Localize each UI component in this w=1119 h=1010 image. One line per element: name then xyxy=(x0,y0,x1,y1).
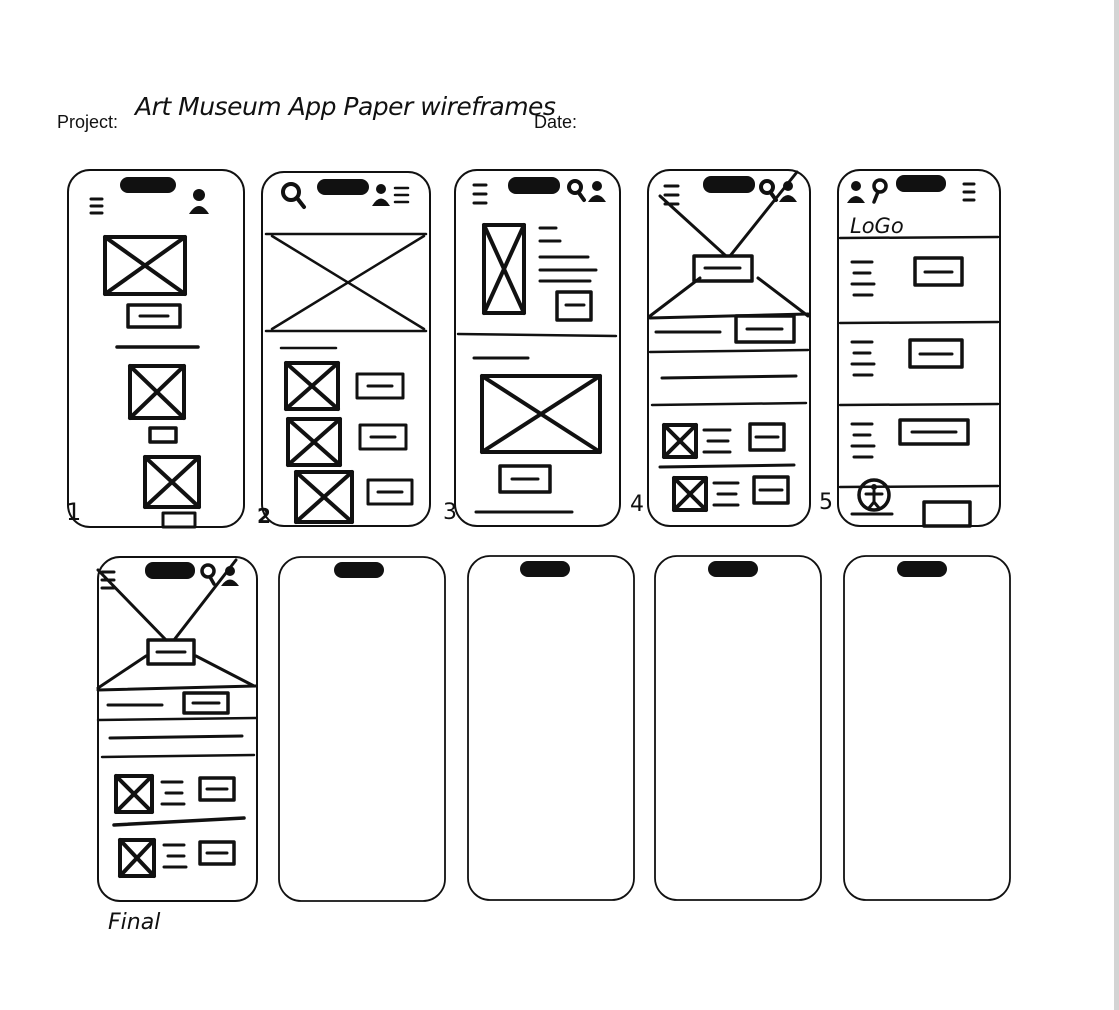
frame-number-4: 4 xyxy=(630,492,644,517)
phone-notch xyxy=(897,561,947,577)
text-lines-icon xyxy=(538,226,598,283)
search-icon xyxy=(759,179,778,202)
wireframe-frame-5: LoGo xyxy=(837,169,1001,528)
wireframe-frame-4 xyxy=(647,169,811,527)
profile-icon xyxy=(372,184,390,206)
list-item xyxy=(850,256,964,297)
phone-notch xyxy=(145,562,195,579)
image-placeholder-icon xyxy=(143,455,201,509)
hamburger-menu-icon xyxy=(962,182,976,202)
profile-icon xyxy=(847,181,865,203)
button-placeholder-icon xyxy=(692,254,754,283)
profile-icon xyxy=(221,566,239,586)
phone-notch xyxy=(508,177,560,194)
phone-notch xyxy=(520,561,570,577)
date-label: Date: xyxy=(534,112,578,132)
search-icon xyxy=(200,563,216,586)
list-item xyxy=(286,417,408,467)
hero-image-placeholder xyxy=(96,558,258,692)
hamburger-menu-icon xyxy=(393,186,410,204)
search-icon xyxy=(281,182,306,209)
list-item xyxy=(662,422,786,459)
button-placeholder-icon xyxy=(555,290,593,322)
list-item xyxy=(850,338,964,377)
profile-icon xyxy=(779,181,797,202)
final-label: Final xyxy=(108,910,161,935)
phone-notch xyxy=(317,179,369,195)
list-item xyxy=(284,361,405,411)
phone-notch xyxy=(896,175,946,192)
hamburger-menu-icon xyxy=(472,183,488,205)
button-placeholder-icon xyxy=(126,303,182,329)
logo-text: LoGo xyxy=(850,214,904,238)
button-placeholder-icon xyxy=(161,511,197,529)
button-placeholder-icon xyxy=(498,464,552,494)
frame-number-3: 3 xyxy=(443,500,457,525)
phone-notch xyxy=(334,562,384,578)
location-pin-icon xyxy=(872,178,888,204)
blank-phone-frame xyxy=(843,555,1011,901)
image-placeholder-icon xyxy=(128,364,186,420)
hamburger-menu-icon xyxy=(89,197,104,215)
wireframe-frame-2 xyxy=(261,171,431,527)
button-placeholder-icon xyxy=(148,426,178,444)
profile-icon xyxy=(588,181,606,202)
list-item xyxy=(114,774,236,814)
image-placeholder-icon xyxy=(103,235,187,296)
project-title: Art Museum App Paper wireframes xyxy=(135,92,556,121)
image-placeholder-icon xyxy=(480,374,602,454)
wireframe-frame-final xyxy=(96,556,258,902)
button-placeholder-icon xyxy=(922,500,972,528)
list-item xyxy=(294,470,414,524)
list-item xyxy=(118,838,236,878)
button-placeholder-icon xyxy=(182,691,230,715)
button-placeholder-icon xyxy=(734,314,796,344)
image-placeholder-icon xyxy=(482,223,526,315)
frame-number-5: 5 xyxy=(819,490,833,515)
hero-image-placeholder xyxy=(648,170,810,320)
list-item xyxy=(672,475,790,512)
frame-number-2: 2 xyxy=(257,504,271,528)
phone-notch xyxy=(708,561,758,577)
search-icon xyxy=(567,179,586,202)
blank-phone-frame xyxy=(278,556,446,902)
project-label: Project: xyxy=(57,112,119,132)
button-placeholder-icon xyxy=(146,638,196,666)
page-edge xyxy=(1114,0,1119,1010)
wireframe-frame-3 xyxy=(454,169,621,527)
phone-notch xyxy=(703,176,755,193)
accessibility-icon xyxy=(857,478,891,512)
list-item xyxy=(850,418,970,459)
wireframe-frame-1 xyxy=(67,169,245,529)
frame-number-1: 1 xyxy=(66,498,82,526)
profile-icon xyxy=(189,189,209,214)
blank-phone-frame xyxy=(467,555,635,901)
phone-notch xyxy=(120,177,176,193)
blank-phone-frame xyxy=(654,555,822,901)
hero-image-placeholder xyxy=(264,232,428,333)
